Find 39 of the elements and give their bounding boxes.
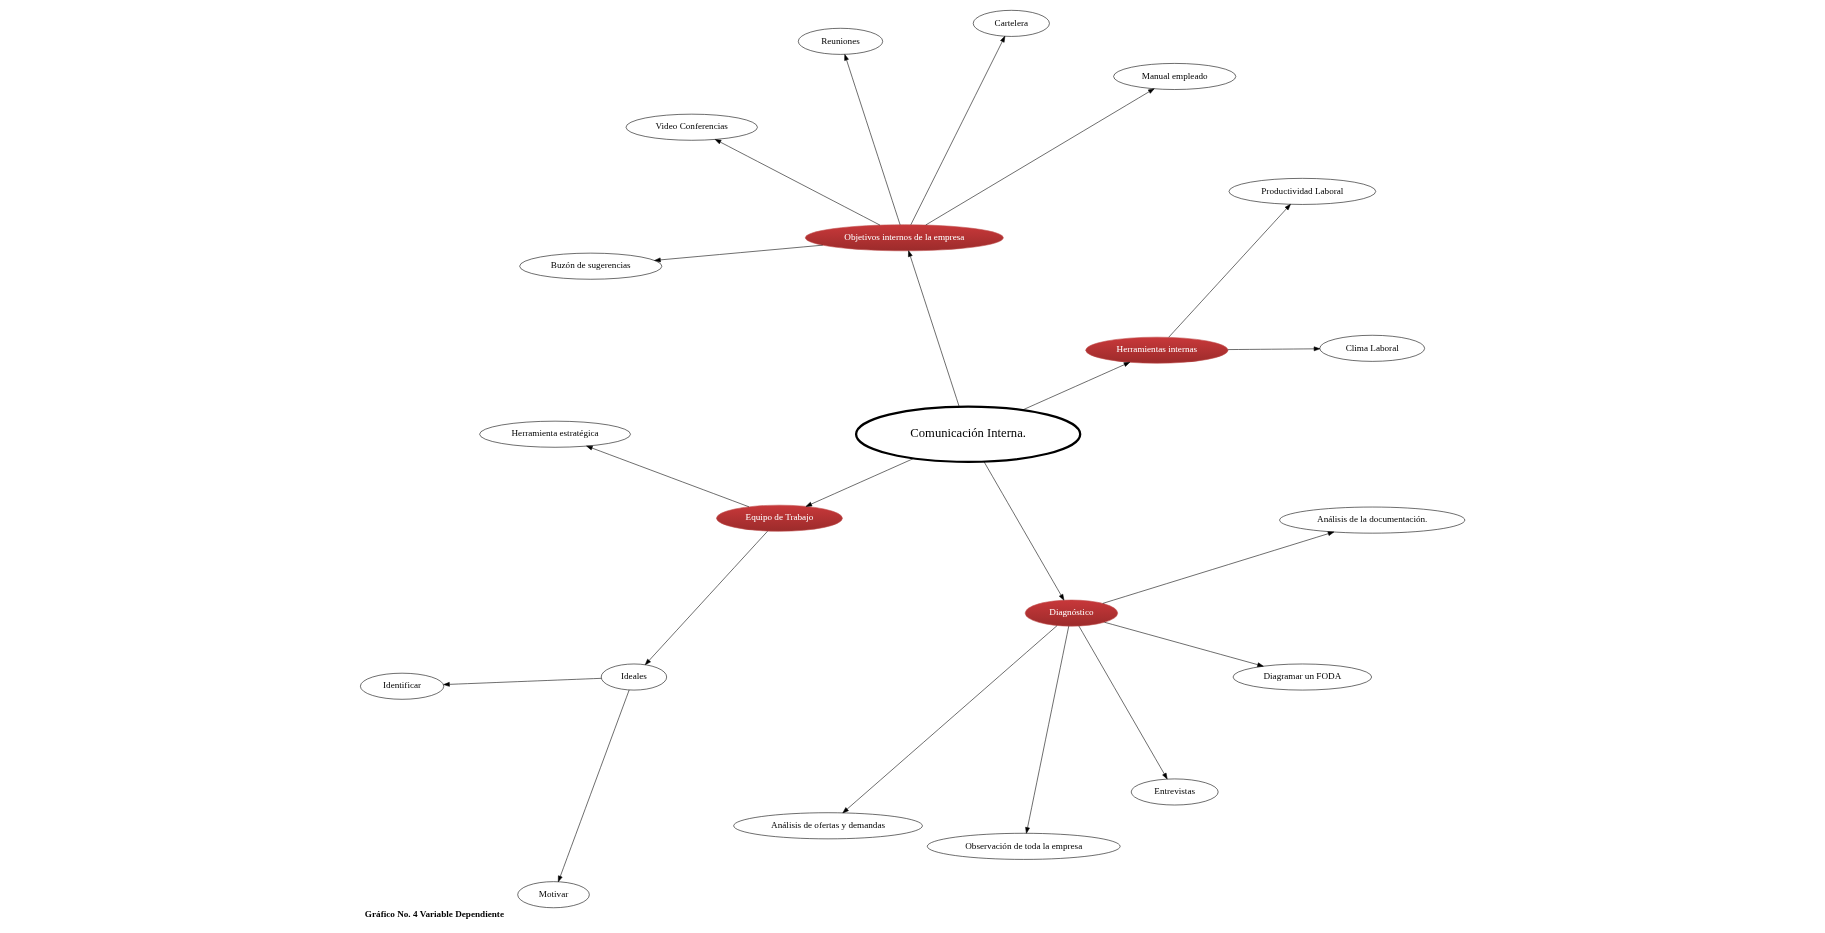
arrow bbox=[1168, 204, 1291, 338]
node-ellipse: Motivar bbox=[517, 881, 590, 909]
arrow bbox=[644, 530, 768, 665]
node-ellipse: Clima Laboral bbox=[1319, 335, 1425, 362]
arrow bbox=[805, 458, 915, 507]
arrow bbox=[654, 244, 824, 263]
arrow bbox=[1022, 361, 1131, 411]
node-ellipse: Observación de toda la empresa bbox=[927, 833, 1121, 860]
arrow bbox=[844, 54, 901, 226]
node-ellipse: Diagnóstico bbox=[1024, 599, 1118, 627]
node-ellipse: Identificar bbox=[360, 672, 445, 700]
node-ellipse: Cartelera bbox=[972, 10, 1050, 37]
arrow bbox=[443, 678, 602, 687]
arrow bbox=[983, 461, 1065, 601]
arrow bbox=[1078, 625, 1168, 780]
arrow bbox=[1025, 625, 1070, 834]
node-ellipse: Video Conferencias bbox=[625, 113, 758, 141]
arrow bbox=[1104, 621, 1264, 667]
node-ellipse: Objetivos internos de la empresa bbox=[805, 224, 1004, 252]
node-ellipse: Comunicación Interna. bbox=[854, 405, 1082, 463]
arrow bbox=[1102, 531, 1335, 604]
node-ellipse: Productividad Laboral bbox=[1228, 178, 1377, 205]
node-ellipse: Equipo de Trabajo bbox=[716, 504, 843, 532]
arrow bbox=[910, 36, 1006, 225]
arrow bbox=[586, 445, 750, 508]
node-ellipse: Análisis de ofertas y demandas bbox=[733, 812, 923, 840]
node-ellipse: Manual empleado bbox=[1113, 63, 1237, 90]
node-ellipse: Entrevistas bbox=[1130, 778, 1219, 806]
arrow bbox=[925, 88, 1155, 226]
arrow bbox=[1227, 346, 1321, 352]
arrow bbox=[908, 250, 960, 407]
node-ellipse: Herramientas internas bbox=[1085, 336, 1229, 364]
arrow bbox=[842, 625, 1058, 814]
arrow bbox=[558, 689, 630, 883]
node-ellipse: Ideales bbox=[600, 663, 667, 691]
arrow bbox=[714, 139, 881, 226]
caption: Gráfico No. 4 Variable Dependiente bbox=[364, 908, 505, 919]
node-ellipse: Herramienta estratégica bbox=[479, 420, 631, 448]
node-ellipse: Reuniones bbox=[798, 28, 883, 55]
